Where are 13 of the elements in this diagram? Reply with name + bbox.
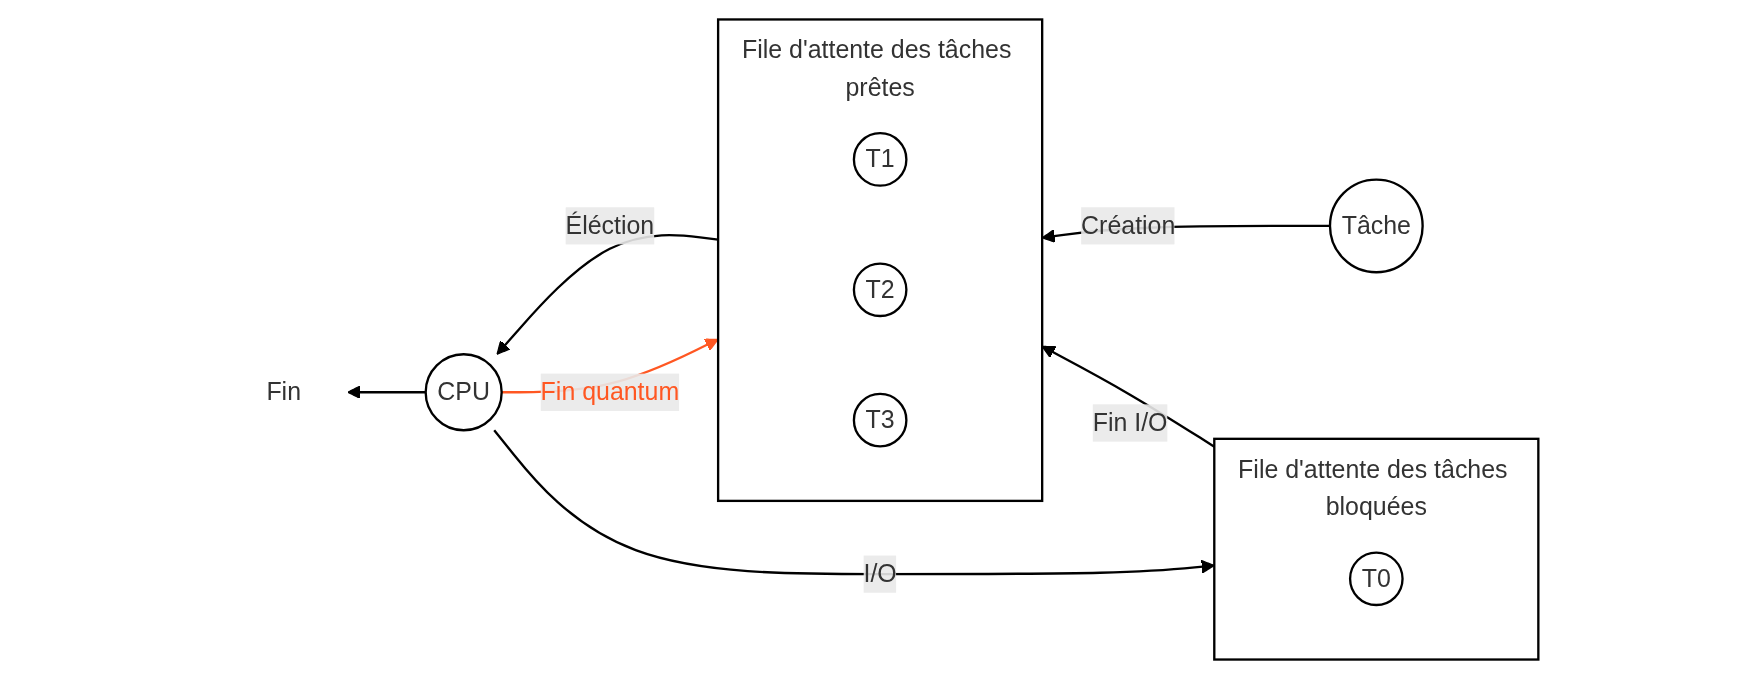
node-text: Fin [265,378,301,405]
node-circle: T3 [852,392,908,448]
node-circle: CPU [424,353,503,432]
edge-label: I/O [863,560,897,587]
node-circle: T0 [1348,551,1404,607]
edge-label: Fin quantum [540,378,679,405]
edge-label: Création [1080,211,1175,239]
node-circle: Tâche [1328,178,1424,274]
node-circle: T1 [852,132,908,187]
edge-label: Éléction [565,211,654,239]
arrow [346,385,426,400]
node-circle: T2 [852,262,908,318]
edge-label: Fin I/O [1092,408,1167,436]
